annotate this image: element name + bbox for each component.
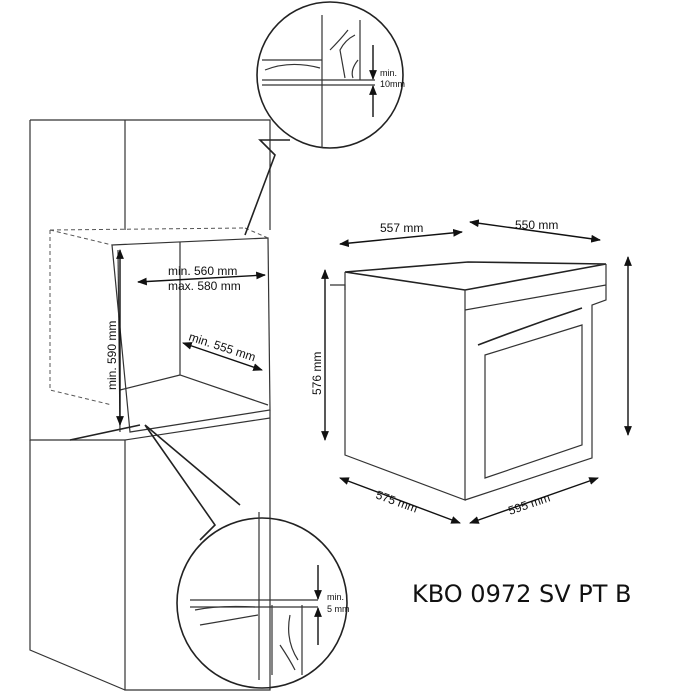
oven-depth-top-label: 557 mm: [380, 221, 423, 235]
detail-circle-top: min. 10mm: [244, 1, 405, 236]
niche-width-min-label: min. 560 mm: [168, 264, 237, 278]
oven-width-top-label: 550 mm: [515, 218, 558, 232]
depth-dimension-line: [182, 342, 263, 371]
niche-dimensions: min. 590 mm min. 560 mm max. 580 mm min.…: [105, 249, 266, 426]
niche-depth-label: min. 555 mm: [187, 330, 257, 365]
tall-cabinet: [29, 119, 271, 691]
oven-depth-bottom-label: 575 mm: [374, 488, 420, 516]
oven-height-label: 576 mm: [310, 352, 324, 395]
niche-height-label: min. 590 mm: [105, 321, 119, 390]
niche-width-max-label: max. 580 mm: [168, 279, 241, 293]
detail-top-label-1: min.: [380, 68, 397, 78]
oven-width-bottom-label: 595 mm: [506, 490, 552, 517]
detail-bottom-label-2: 5 mm: [327, 604, 350, 614]
detail-bottom-label-1: min.: [327, 592, 344, 602]
width-dimension-line: [137, 271, 266, 286]
oven: [330, 261, 607, 501]
model-name: KBO 0972 SV PT B: [412, 580, 632, 608]
detail-circle-bottom: min. 5 mm: [144, 424, 350, 689]
detail-top-label-2: 10mm: [380, 79, 405, 89]
oven-dimensions: 557 mm 550 mm 576 mm 575 mm 595 mm: [310, 218, 632, 524]
